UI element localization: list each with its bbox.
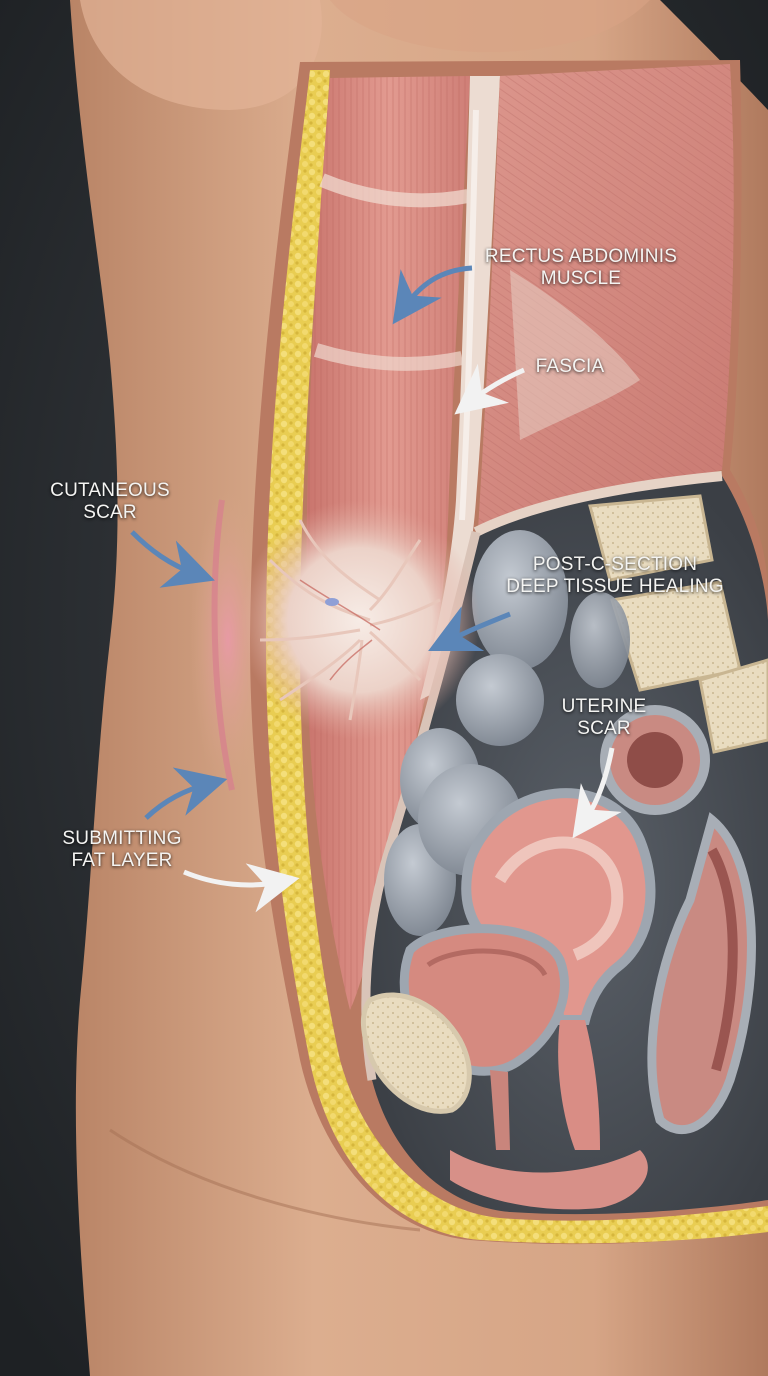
label-fat-line1: SUBMITTING [62,828,182,849]
label-rectus-line2: MUSCLE [540,268,622,289]
chest-shading [80,0,322,110]
thigh-crease [109,1128,421,1232]
tendinous-band-2 [313,343,464,371]
label-cutaneous-line1: CUTANEOUS [50,480,170,501]
tendinous-band-1 [319,173,470,208]
cutaneous-arrow [130,530,215,588]
label-uterine-scar: UTERINE SCAR [552,696,656,740]
pelvic-floor [450,1150,648,1210]
fascia-highlight [459,109,479,521]
chest-shading-right [330,0,650,53]
uterus [461,788,656,1150]
label-uterine-line2: SCAR [577,718,631,739]
rectus-arrow [392,265,473,325]
label-cutaneous-line2: SCAR [83,502,137,523]
label-rectus-line1: RECTUS ABDOMINIS [484,246,678,267]
cutaneous-scar [211,499,235,791]
fascia-arrow [454,363,525,415]
colon [600,705,756,1134]
label-rectus-abdominis: RECTUS ABDOMINIS MUSCLE [478,246,684,290]
fascia [420,76,500,700]
submitting-arrow-blue [144,767,228,820]
peritoneum-top [473,471,723,537]
label-uterine-line1: UTERINE [561,696,647,717]
label-post-c-line2: DEEP TISSUE HEALING [506,576,724,597]
intestines [384,530,630,936]
label-fascia: FASCIA [528,356,612,378]
deep-tissue-scar [240,500,480,740]
fat-layer [266,70,768,1244]
uterine-arrow [572,747,622,839]
label-post-c-line1: POST-C-SECTION [532,554,698,575]
label-submitting-fat: SUBMITTING FAT LAYER [48,828,196,872]
oblique-aponeurosis [510,270,640,440]
label-post-c-section: POST-C-SECTION DEEP TISSUE HEALING [498,554,732,598]
label-fascia-line1: FASCIA [535,356,605,377]
label-fat-line2: FAT LAYER [71,850,173,871]
pubic-bone [360,992,472,1114]
callout-arrows [130,265,622,913]
submitting-arrow-white [183,863,300,913]
post-c-section-arrow [428,606,511,651]
label-cutaneous-scar: CUTANEOUS SCAR [42,480,178,524]
spine-vertebrae [588,494,768,754]
